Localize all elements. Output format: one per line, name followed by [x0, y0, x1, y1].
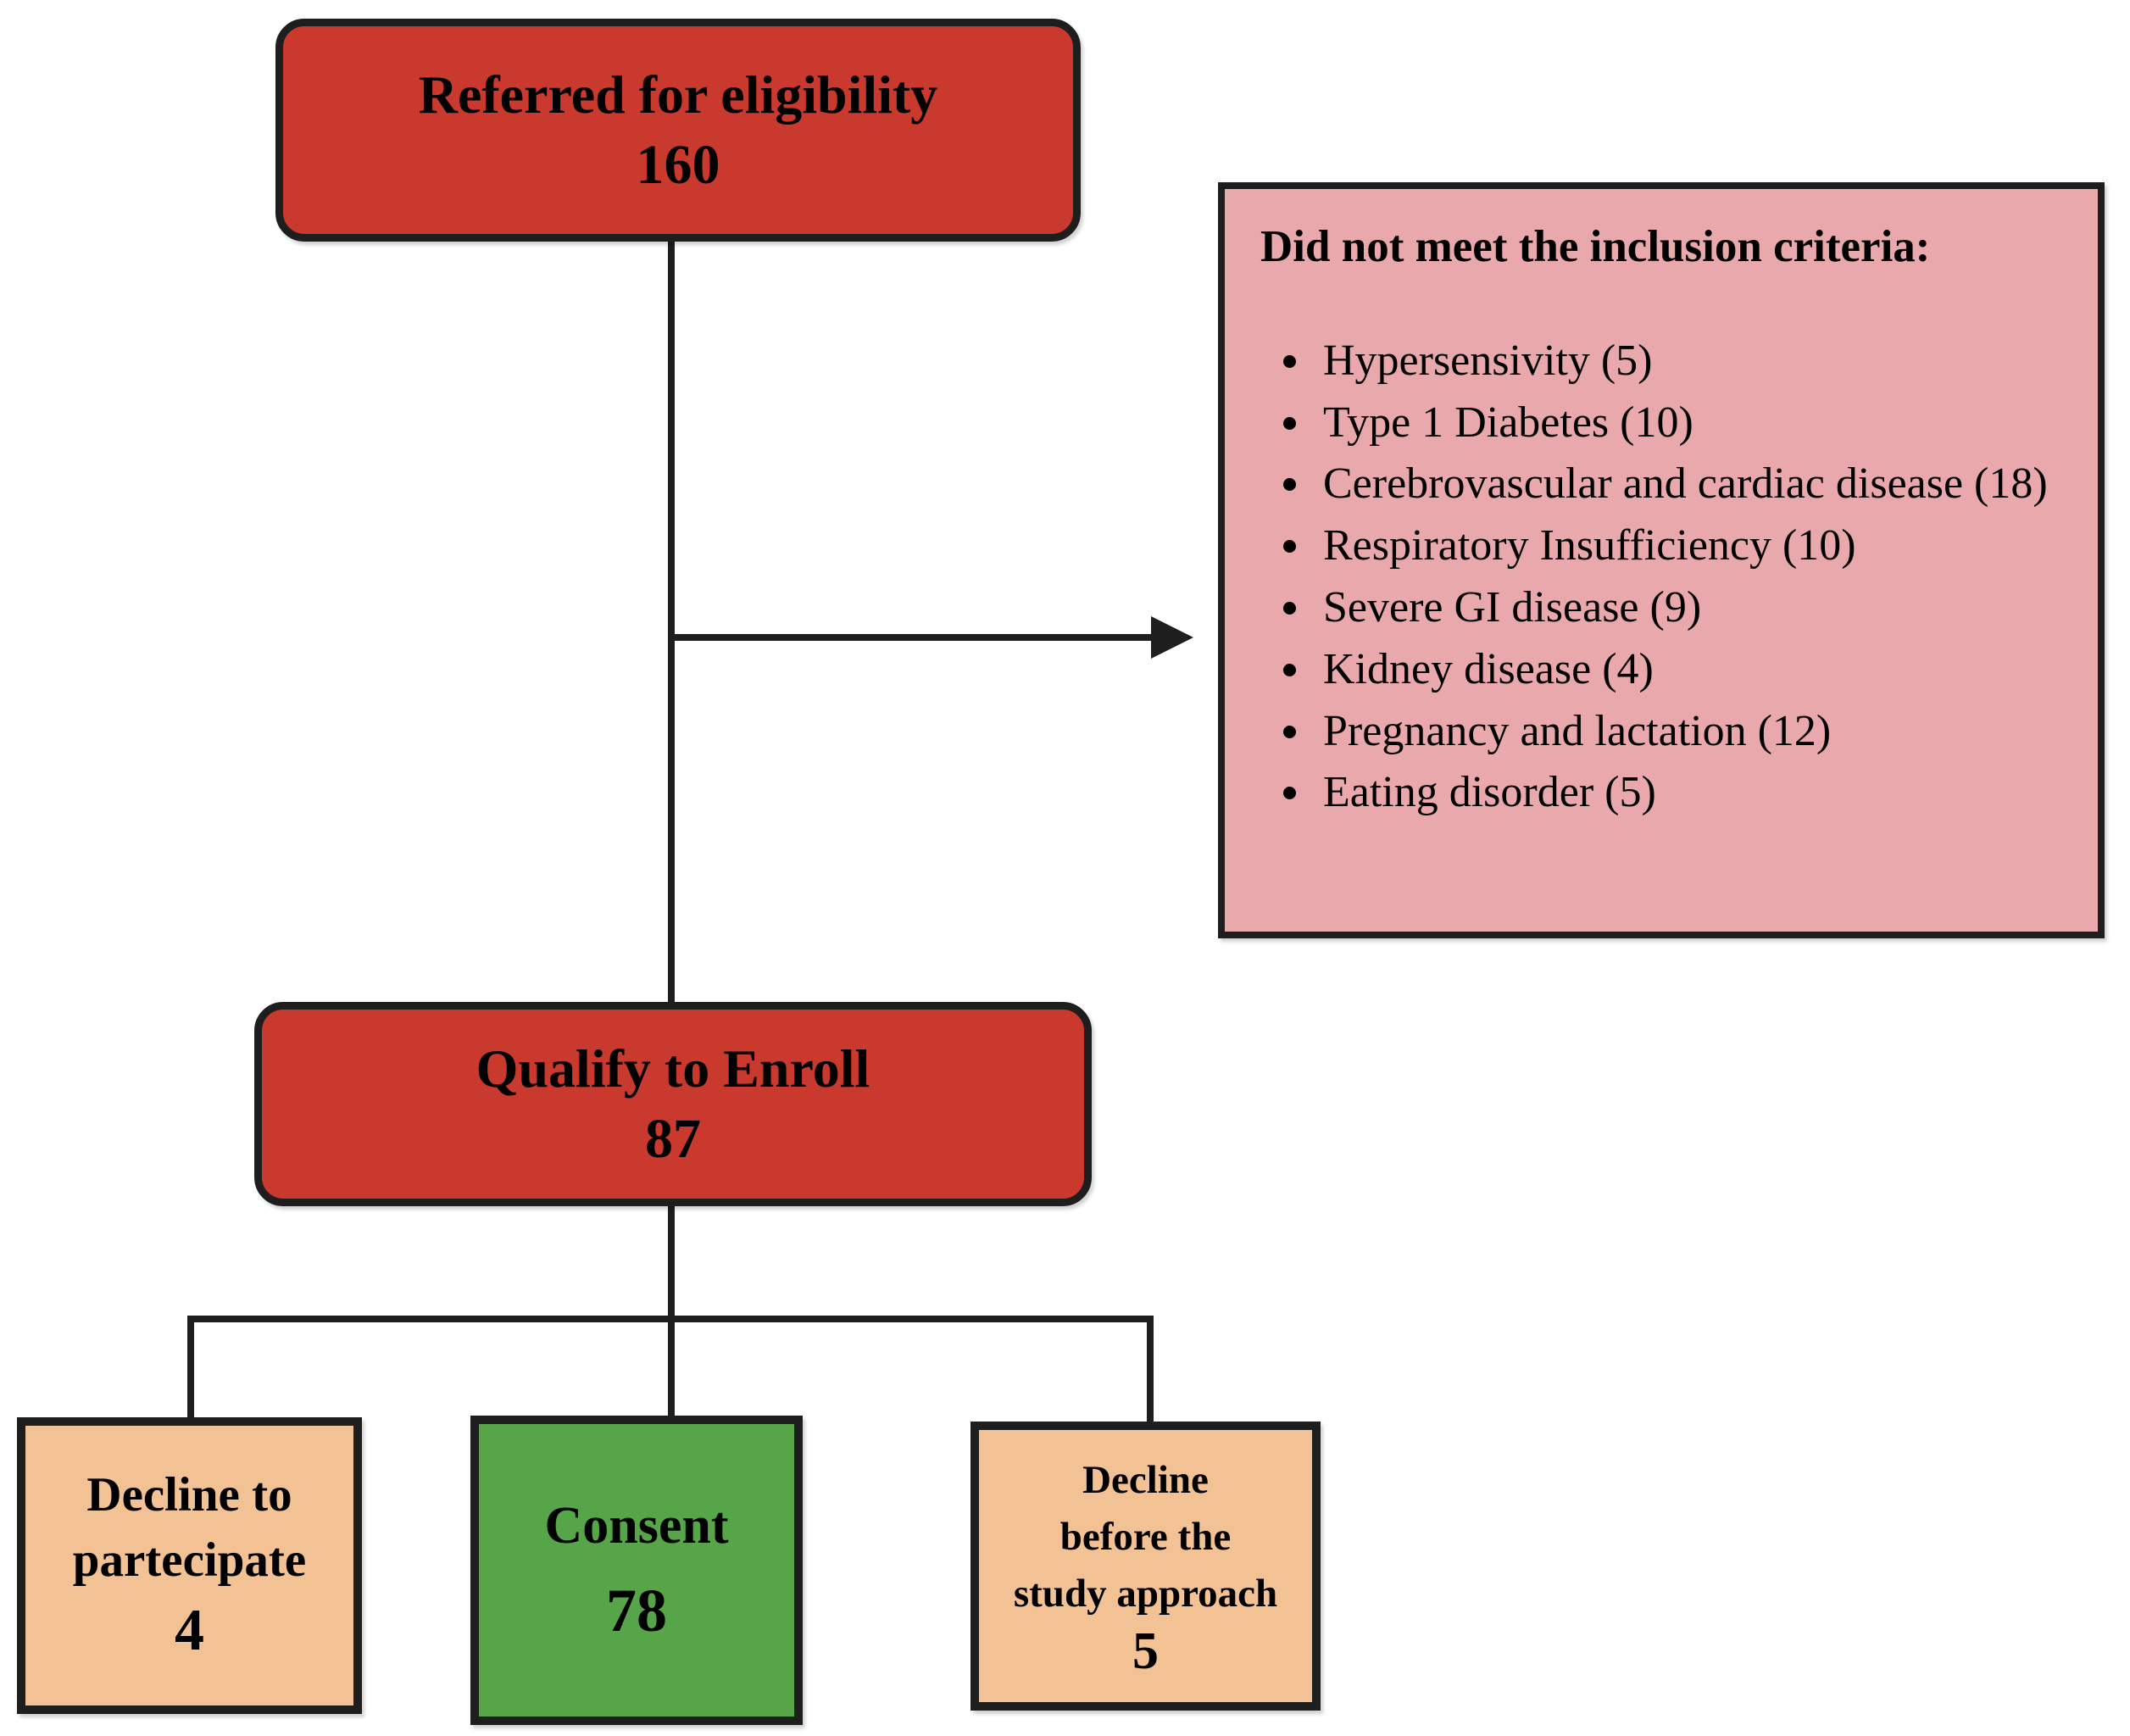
node-title: Qualify to Enroll [475, 1038, 870, 1099]
connector-exclusion-branch [670, 634, 1154, 641]
node-title: Decline to partecipate [72, 1468, 307, 1588]
exclusion-criteria-item: Cerebrovascular and cardiac disease (18) [1315, 453, 2048, 515]
exclusion-criteria-title: Did not meet the inclusion criteria: [1260, 222, 1931, 271]
exclusion-criteria-item: Pregnancy and lactation (12) [1315, 701, 2048, 763]
node-qualify-to-enroll: Qualify to Enroll 87 [254, 1002, 1092, 1206]
connector-bottom-branch [187, 1316, 1154, 1322]
node-decline-before-study-approach: Decline before the study approach 5 [970, 1422, 1321, 1711]
node-title: Decline before the study approach [1013, 1458, 1278, 1616]
exclusion-criteria-item: Kidney disease (4) [1315, 639, 2048, 701]
node-title: Consent [544, 1496, 729, 1555]
node-decline-to-participate: Decline to partecipate 4 [17, 1417, 362, 1714]
exclusion-criteria-list: Hypersensivity (5)Type 1 Diabetes (10)Ce… [1260, 331, 2048, 824]
node-count: 78 [606, 1577, 667, 1645]
connector-referred-to-qualify [668, 240, 675, 1004]
exclusion-criteria-item: Hypersensivity (5) [1315, 331, 2048, 392]
exclusion-criteria-item: Type 1 Diabetes (10) [1315, 392, 2048, 454]
connector-drop-decline-participate [187, 1316, 194, 1424]
exclusion-criteria-item: Severe GI disease (9) [1315, 577, 2048, 639]
exclusion-criteria-item: Eating disorder (5) [1315, 762, 2048, 824]
node-count: 4 [175, 1598, 204, 1664]
exclusion-criteria-item: Respiratory Insufficiency (10) [1315, 515, 2048, 577]
node-title: Referred for eligibility [418, 64, 938, 125]
connector-drop-decline-before [1147, 1316, 1154, 1428]
node-count: 87 [645, 1108, 701, 1171]
node-consent: Consent 78 [470, 1416, 803, 1725]
node-exclusion-criteria: Did not meet the inclusion criteria: Hyp… [1218, 182, 2105, 938]
node-referred-for-eligibility: Referred for eligibility 160 [275, 19, 1081, 242]
node-count: 5 [1132, 1622, 1159, 1680]
arrowhead-to-exclusion-icon [1151, 616, 1193, 659]
connector-qualify-to-consent [668, 1205, 675, 1421]
node-count: 160 [636, 134, 720, 197]
